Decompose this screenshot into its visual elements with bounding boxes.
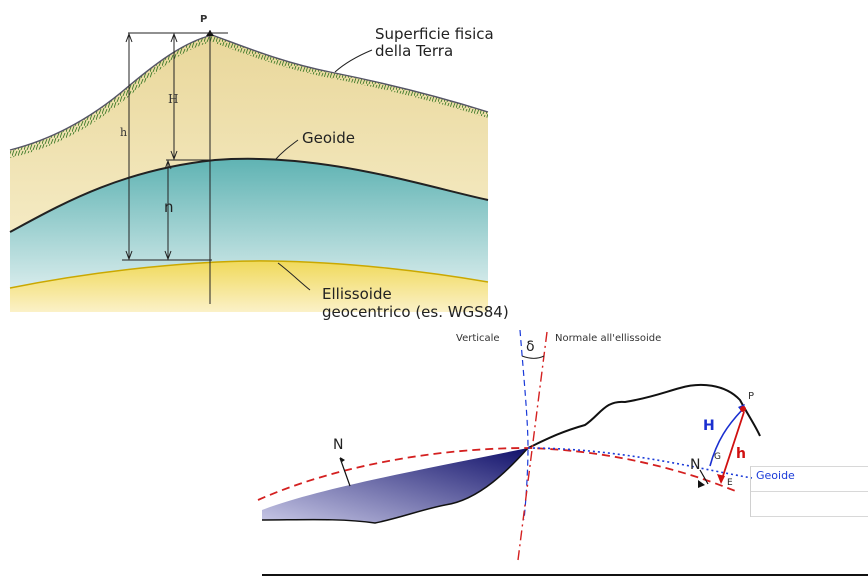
N-left-arrowhead (340, 457, 345, 462)
terrain-surface-line (9, 34, 489, 151)
side-table-fragment (750, 466, 868, 517)
top-point-p-label: P (200, 14, 208, 25)
N-left-label: N (333, 437, 344, 453)
h-arrowhead-top (125, 32, 133, 43)
bottom-point-p (740, 406, 746, 412)
n-label: n (164, 198, 174, 216)
bottom-h-label: h (736, 446, 746, 462)
normal-line (517, 331, 548, 561)
ellipsoid-line (9, 260, 489, 289)
bottom-geoid-label: Geoide (756, 469, 795, 482)
h-label: h (120, 126, 128, 139)
bottom-H-label: H (703, 418, 715, 434)
geoid-leader (274, 139, 299, 161)
n-arrowhead-bottom (164, 250, 172, 261)
ellipsoid-dashed-line (257, 447, 739, 501)
sea-body (262, 448, 528, 523)
H-blue-arrow (709, 409, 743, 467)
delta-arc (521, 355, 545, 359)
ellipsoid-leader (277, 262, 311, 291)
E-label: E (727, 478, 733, 488)
bottom-terrain-line (527, 383, 761, 449)
N-right-arrow (699, 469, 709, 485)
N-left-arrow (339, 457, 351, 487)
vertical-label: Verticale (456, 333, 500, 344)
side-table-row (751, 492, 868, 517)
surface-leader (334, 49, 373, 73)
h-red-arrow (720, 411, 745, 483)
bottom-figure (257, 329, 761, 561)
geoid-label: Geoide (302, 129, 355, 147)
top-figure (9, 30, 489, 312)
bottom-rule (262, 574, 868, 576)
normal-label: Normale all'ellissoide (555, 333, 662, 344)
G-label: G (714, 452, 721, 462)
h-arrowhead-bottom (125, 250, 133, 261)
N-right-label: N (690, 457, 701, 473)
sea-coast-line (261, 447, 529, 524)
delta-label: δ (526, 339, 535, 355)
n-arrowhead-top (164, 159, 172, 170)
ellipsoid-label-line1: Ellissoide (322, 285, 392, 303)
bottom-point-p-label: P (748, 391, 755, 402)
ellipsoid-layer (10, 260, 488, 312)
surface-label-line1: Superficie fisica (375, 25, 494, 43)
side-table-row (751, 467, 868, 492)
ellipsoid-label-line2: geocentrico (es. WGS84) (322, 303, 509, 321)
H-label: H (168, 92, 179, 106)
geoid-line (9, 157, 489, 233)
H-arrowhead-bottom (170, 150, 178, 161)
H-arrowhead-top (170, 32, 178, 43)
h-red-arrowhead (717, 474, 725, 484)
surface-label-line2: della Terra (375, 42, 454, 60)
geoid-dotted-line (527, 447, 753, 479)
N-right-arrowhead (698, 480, 705, 488)
